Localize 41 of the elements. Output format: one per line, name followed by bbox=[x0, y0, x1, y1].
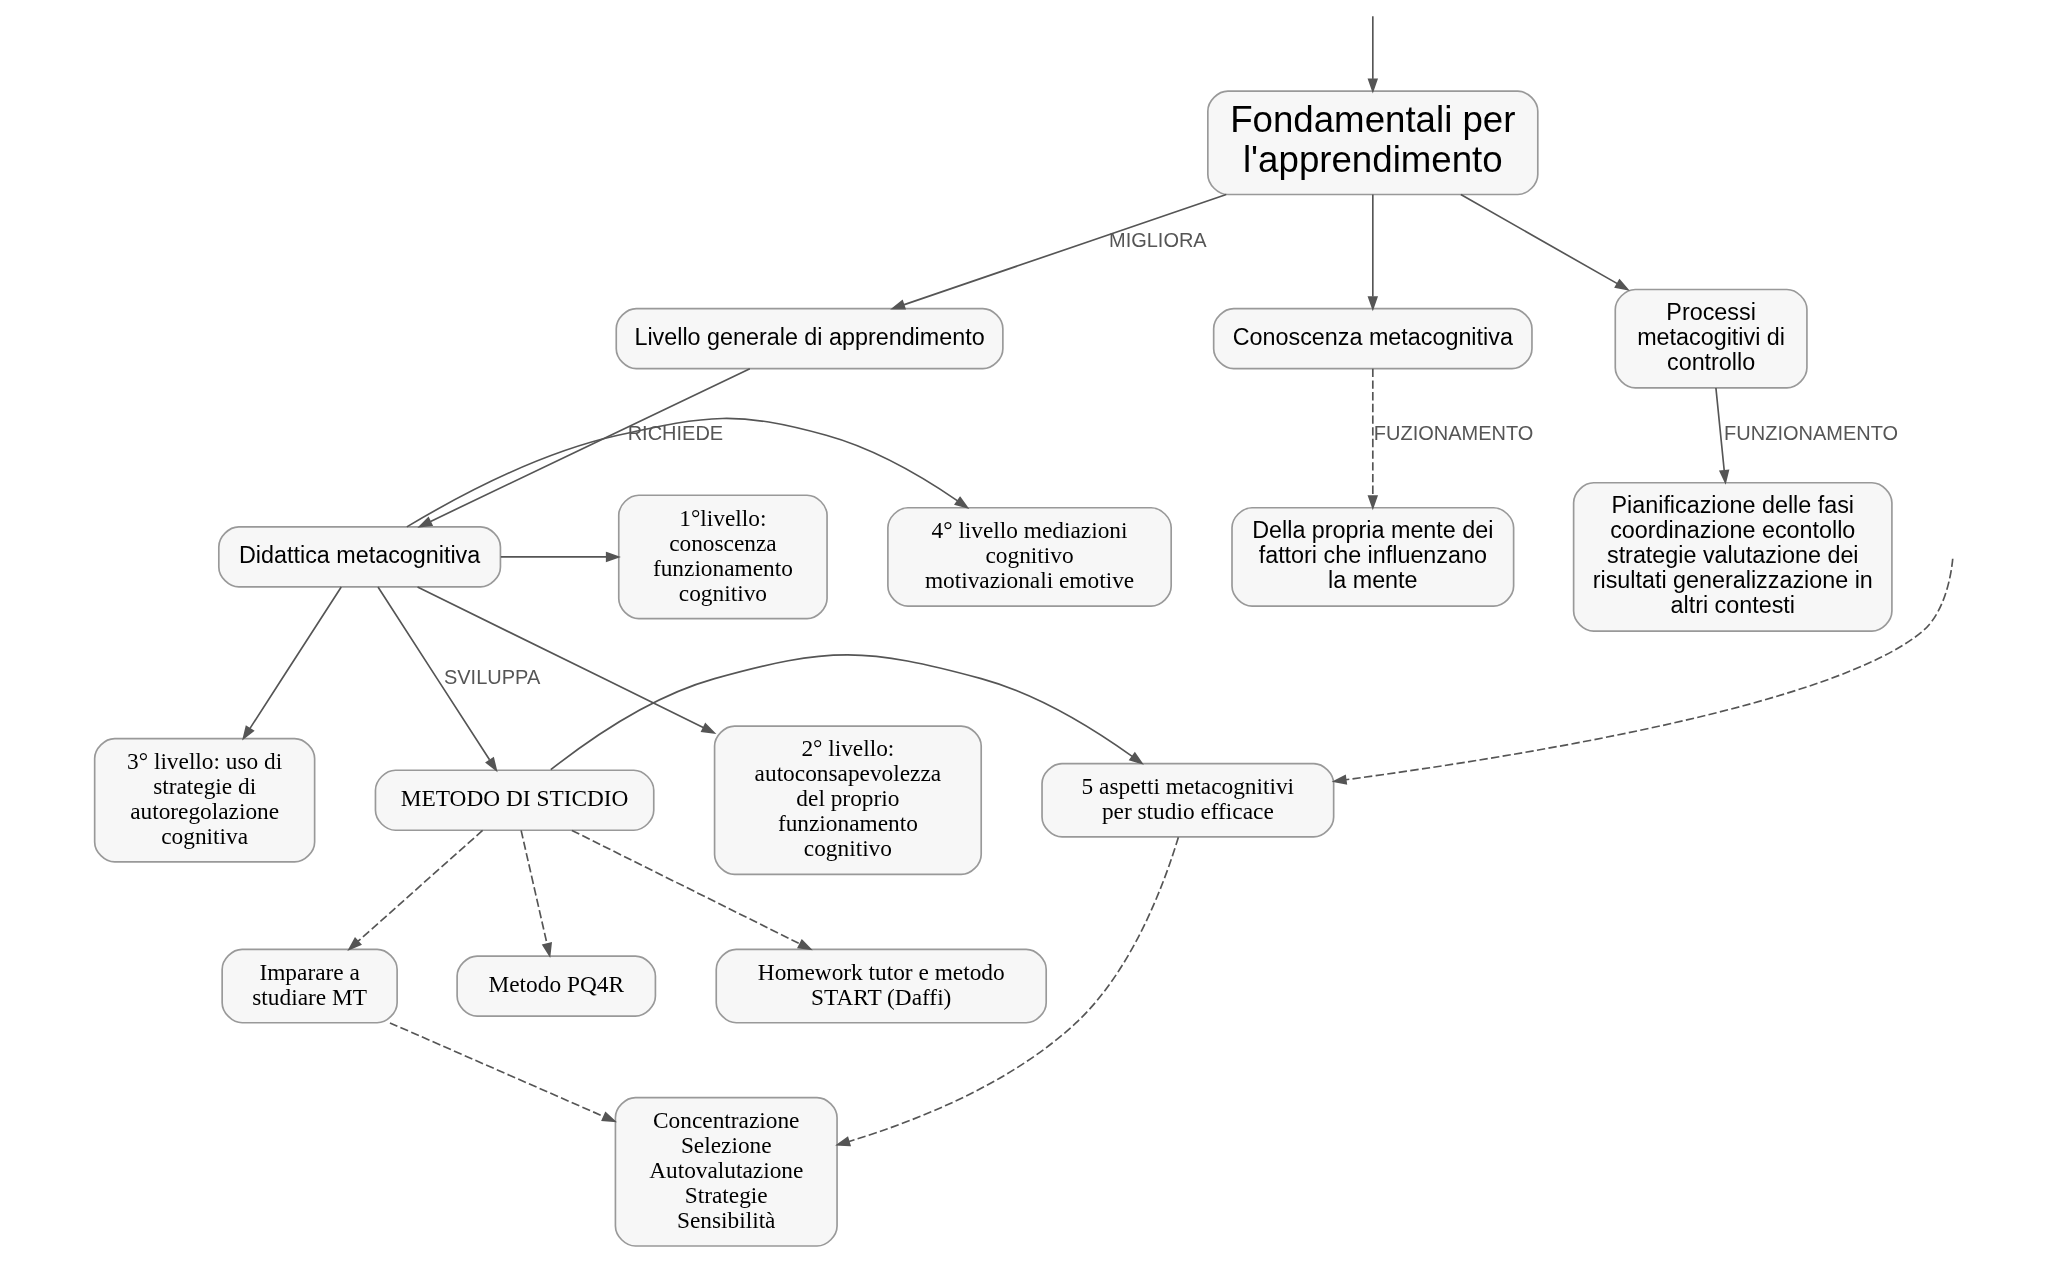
node-box: Conoscenza metacognitiva bbox=[1212, 307, 1533, 370]
node-box: Concentrazione Selezione Autovalutazione Strategie Sensibilità bbox=[614, 1096, 838, 1247]
arrow bbox=[389, 1022, 617, 1123]
edge-label: MIGLIORA bbox=[1108, 229, 1207, 252]
arrow bbox=[571, 829, 813, 951]
node-box: Metodo PQ4R bbox=[456, 955, 657, 1017]
arrow bbox=[890, 193, 1228, 310]
arrow bbox=[835, 836, 1180, 1147]
edge-label: FUZIONAMENTO bbox=[1373, 422, 1534, 445]
arrow bbox=[1460, 193, 1630, 291]
arrow bbox=[1331, 557, 1954, 785]
node-box: METODO DI STICDIO bbox=[374, 769, 655, 832]
edge-label: FUNZIONAMENTO bbox=[1724, 422, 1899, 445]
arrow bbox=[1367, 15, 1379, 94]
arrow bbox=[406, 417, 970, 528]
arrow bbox=[1367, 193, 1379, 312]
node-box: Fondamentali per l'apprendimento bbox=[1207, 90, 1539, 196]
arrow bbox=[549, 654, 1144, 771]
arrow bbox=[417, 368, 751, 528]
node-box: Homework tutor e metodo START (Daffi) bbox=[715, 948, 1048, 1024]
arrow bbox=[1715, 387, 1730, 485]
arrow bbox=[1367, 368, 1379, 511]
node-box: 2° livello: autoconsapevolezza del proprio funzionamento cognitivo bbox=[713, 725, 983, 876]
node-box: Imparare a studiare MT bbox=[221, 948, 398, 1024]
arrow bbox=[242, 586, 343, 741]
node-box: Della propria mente dei fattori che influenzano la mente bbox=[1231, 506, 1515, 607]
node-box: Processi metacogitivi di controllo bbox=[1614, 288, 1808, 389]
arrow bbox=[377, 586, 498, 773]
node-box: Livello generale di apprendimento bbox=[615, 307, 1004, 370]
edge-label: RICHIEDE bbox=[627, 422, 724, 445]
arrow bbox=[416, 586, 717, 734]
node-box: Didattica metacognitiva bbox=[217, 526, 502, 588]
edge-label: SVILUPPA bbox=[443, 665, 541, 688]
node-box: 1°livello: conoscenza funzionamento cognitivo bbox=[617, 494, 828, 620]
node-box: 5 aspetti metacognitivi per studio efficace bbox=[1041, 762, 1335, 838]
node-box: 4° livello mediazioni cognitivo motivazionali emotive bbox=[887, 506, 1172, 607]
arrow bbox=[520, 829, 552, 958]
node-box: 3° livello: uso di strategie di autoregolazione cognitiva bbox=[93, 737, 316, 863]
arrow bbox=[500, 551, 621, 563]
arrow bbox=[347, 829, 484, 951]
node-box: Pianificazione delle fasi coordinazione econtollo strategie valutazione dei risultati generalizzazione in altri contesti bbox=[1572, 481, 1893, 632]
